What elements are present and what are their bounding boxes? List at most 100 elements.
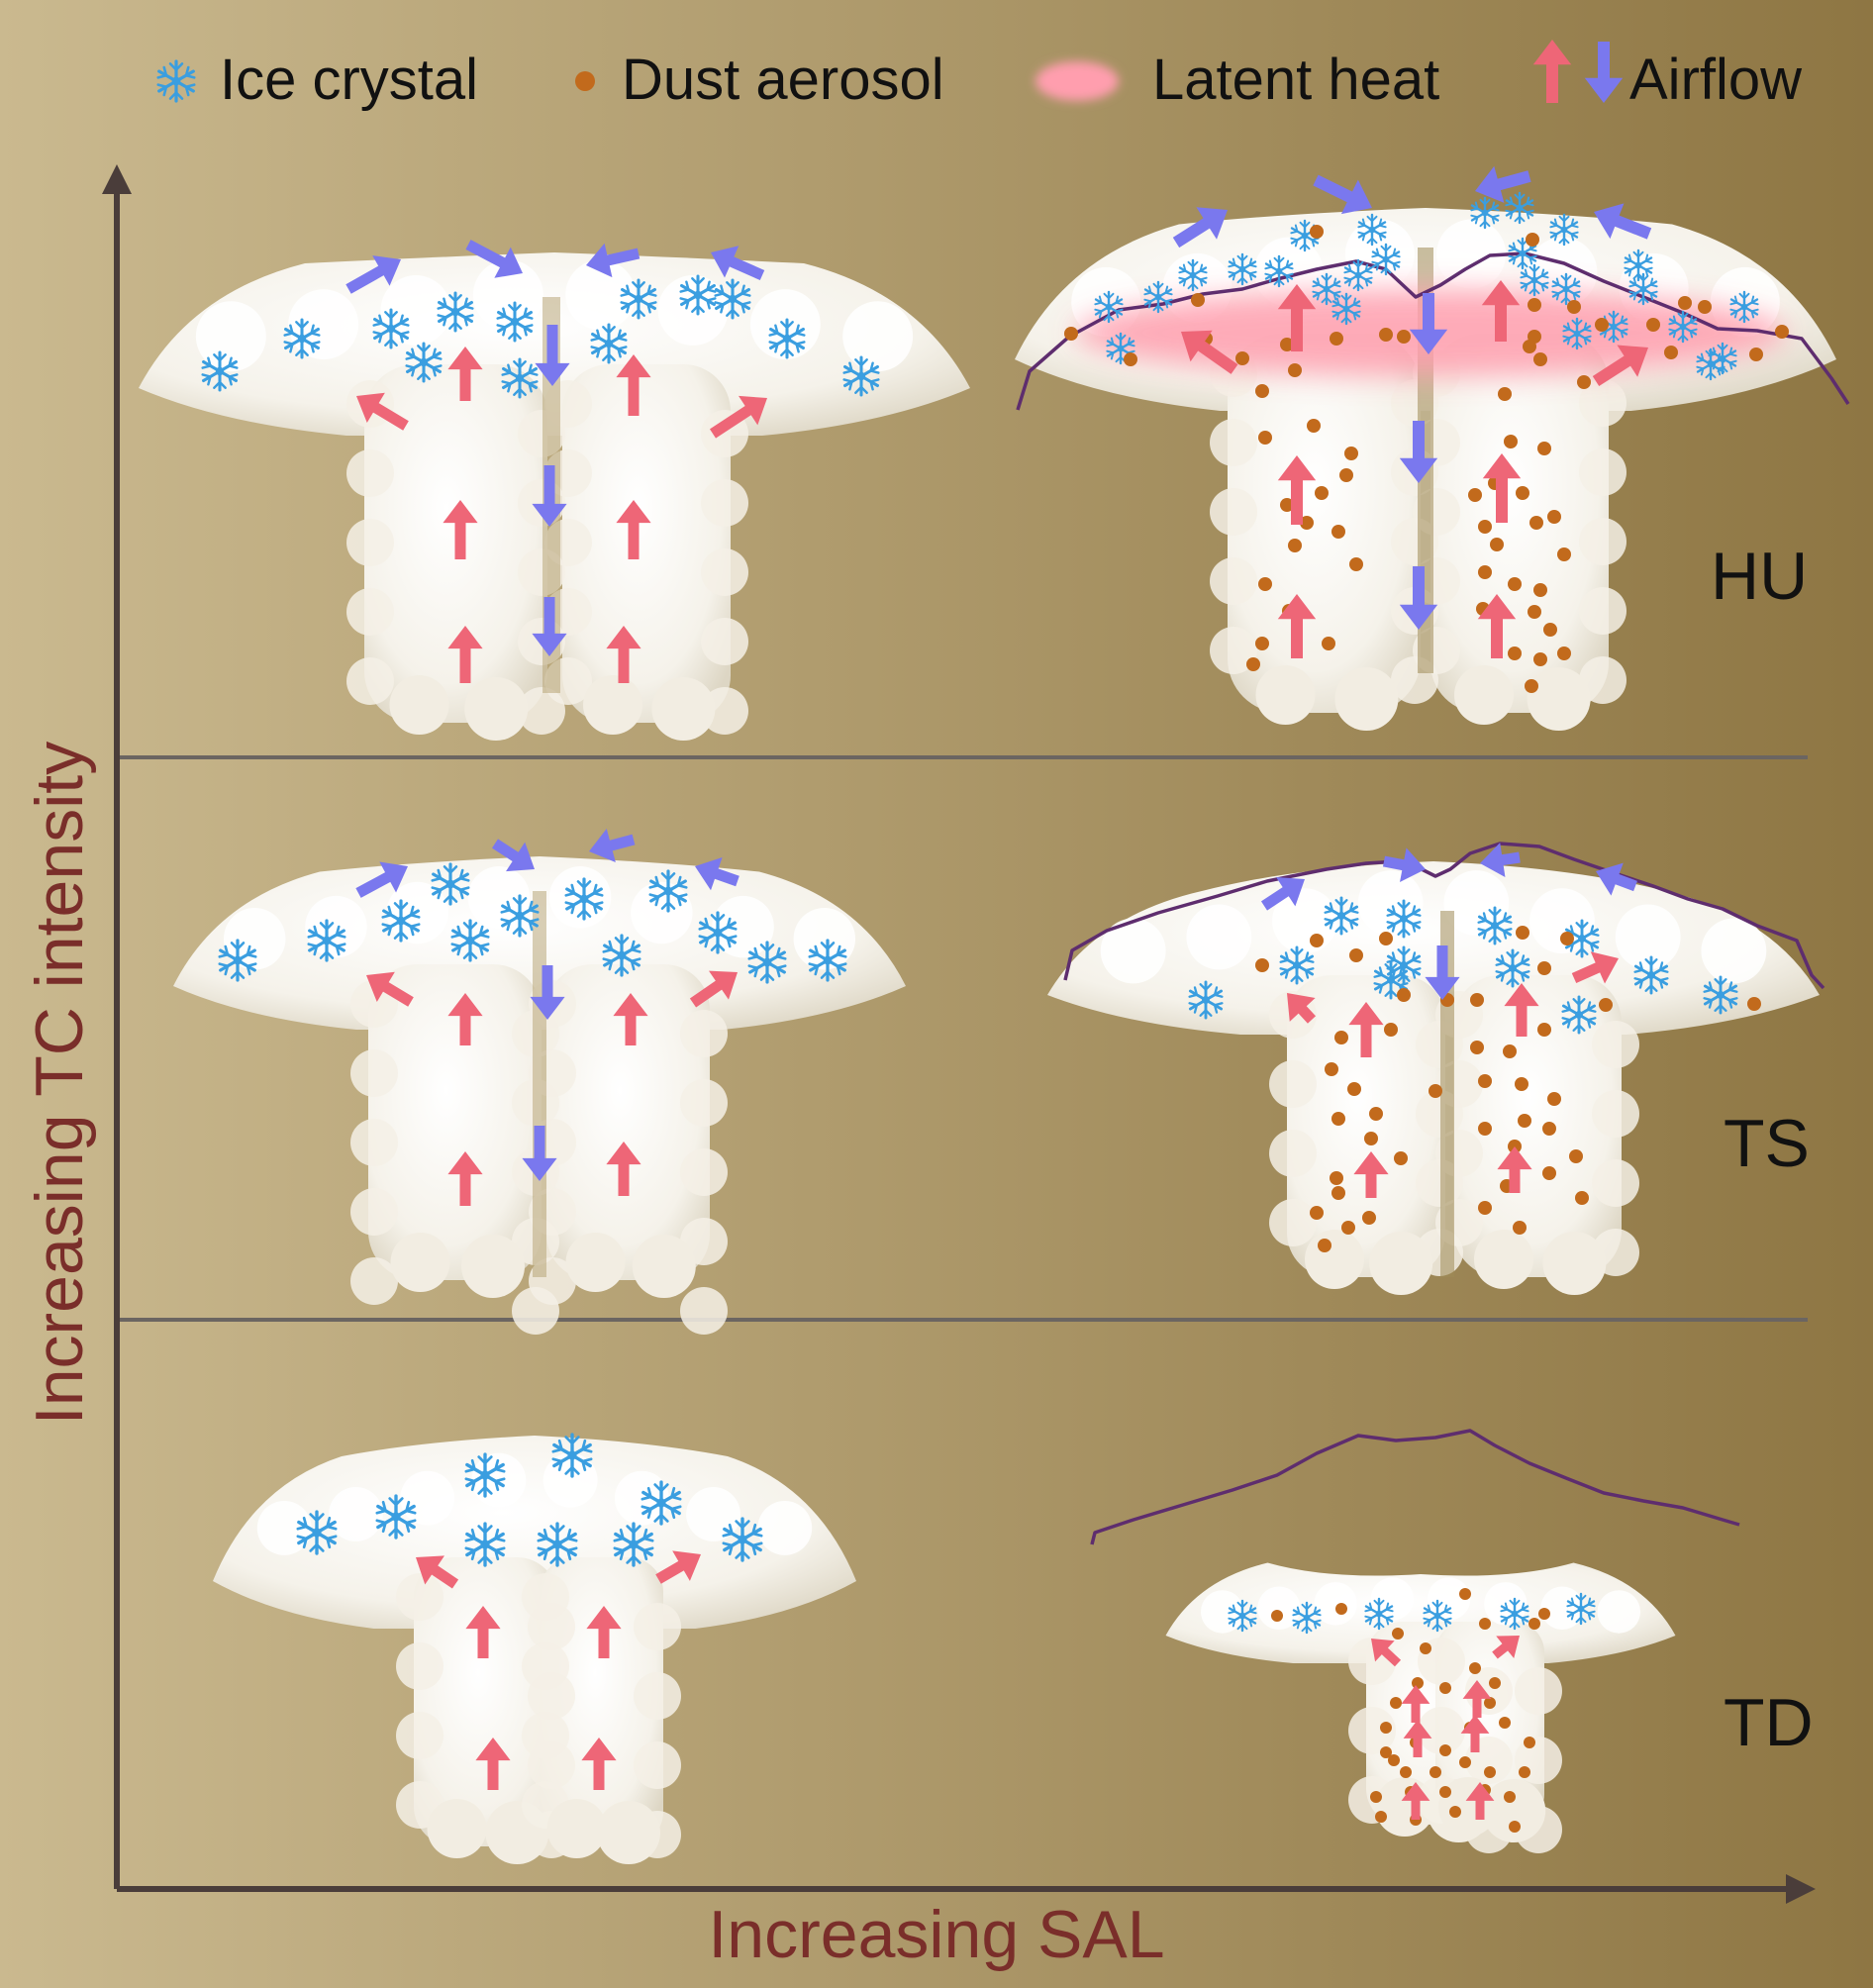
ice-crystal-icon bbox=[1562, 317, 1592, 350]
downdraft-arrow bbox=[532, 597, 567, 656]
ice-crystal-icon bbox=[722, 1517, 763, 1562]
dust-aerosol-dot bbox=[1542, 1166, 1556, 1180]
ice-crystal-icon bbox=[218, 939, 257, 982]
updraft-arrow bbox=[1504, 983, 1539, 1037]
downdraft-arrow bbox=[535, 325, 570, 386]
updraft-arrow bbox=[1403, 1720, 1432, 1757]
dust-aerosol-dot bbox=[1543, 623, 1557, 637]
dust-aerosol-dot bbox=[1335, 1603, 1347, 1615]
dust-aerosol-dot bbox=[1255, 637, 1269, 650]
ice-crystal-icon bbox=[714, 278, 751, 320]
dust-aerosol-dot bbox=[1528, 605, 1541, 619]
ice-crystal-icon bbox=[1279, 945, 1315, 985]
legend-dust-aerosol-label: Dust aerosol bbox=[622, 48, 944, 112]
ice-crystal-icon bbox=[283, 318, 321, 359]
ice-crystal-icon bbox=[698, 911, 738, 954]
tropopause-line-hu bbox=[1016, 251, 1850, 411]
updraft-arrow bbox=[655, 1550, 701, 1584]
updraft-arrow bbox=[1401, 1782, 1430, 1820]
updraft-arrow bbox=[447, 993, 483, 1045]
downdraft-arrow bbox=[1399, 566, 1438, 630]
updraft-arrow bbox=[443, 500, 478, 559]
ice-crystal-icon bbox=[1178, 258, 1208, 292]
downdraft-arrow bbox=[694, 856, 739, 891]
cloud-contents bbox=[201, 165, 1789, 1833]
ice-crystal-icon bbox=[1343, 258, 1373, 292]
ice-crystal-icon bbox=[450, 919, 490, 962]
dust-aerosol-dot bbox=[1538, 1608, 1550, 1620]
dust-aerosol-dot bbox=[1344, 447, 1358, 460]
dust-aerosol-dot bbox=[1503, 1044, 1517, 1058]
dust-aerosol-dot bbox=[1331, 525, 1345, 539]
dust-aerosol-dot bbox=[1339, 468, 1353, 482]
dust-aerosol-dot bbox=[1255, 958, 1269, 972]
downdraft-arrow bbox=[345, 255, 402, 294]
dust-aerosol-dot bbox=[1547, 510, 1561, 524]
ice-crystal-icon bbox=[381, 899, 421, 943]
ice-crystal-icon bbox=[1312, 272, 1341, 306]
dust-aerosol-dot bbox=[1468, 488, 1482, 502]
ice-crystal-icon bbox=[1364, 1597, 1394, 1631]
ice-crystal-icon bbox=[1500, 1597, 1529, 1631]
updraft-arrow bbox=[1277, 455, 1317, 525]
dust-aerosol-dot bbox=[1288, 363, 1302, 377]
updraft-arrow bbox=[1492, 1636, 1520, 1659]
dust-aerosol-dot bbox=[1325, 1062, 1338, 1076]
dust-aerosol-dot bbox=[1388, 1754, 1400, 1766]
dust-aerosol-dot bbox=[1490, 538, 1504, 551]
dust-aerosol-dot bbox=[1347, 1082, 1361, 1096]
ice-crystal-icon bbox=[590, 323, 628, 364]
tropopause-lines bbox=[1016, 251, 1850, 1545]
dust-aerosol-dot bbox=[1341, 1221, 1355, 1235]
updraft-arrow bbox=[1477, 594, 1517, 658]
dust-aerosol-dot bbox=[1349, 557, 1363, 571]
updraft-arrow bbox=[1277, 284, 1317, 351]
dust-aerosol-dot bbox=[1349, 948, 1363, 962]
dust-aerosol-dot bbox=[1124, 352, 1137, 366]
dust-aerosol-dot bbox=[1331, 1186, 1345, 1200]
dust-aerosol-dot bbox=[1537, 961, 1551, 975]
ice-crystal-icon bbox=[768, 318, 806, 359]
ice-crystal-icon bbox=[1188, 980, 1224, 1020]
dust-aerosol-dot bbox=[1646, 318, 1660, 332]
ice-crystal-icon bbox=[1561, 995, 1597, 1035]
dust-aerosol-dot bbox=[1749, 348, 1763, 361]
updraft-arrow bbox=[416, 1555, 459, 1589]
dust-aerosol-dot bbox=[1557, 547, 1571, 561]
dust-aerosol-dot bbox=[1484, 1697, 1496, 1709]
updraft-arrow bbox=[1462, 1680, 1492, 1718]
cloud-gap bbox=[533, 891, 546, 1277]
dust-aerosol-dot bbox=[1698, 300, 1712, 314]
downdraft-arrow bbox=[1596, 862, 1637, 896]
dust-aerosol-dot bbox=[1392, 1628, 1404, 1640]
dust-aerosol-dot bbox=[1318, 1239, 1331, 1252]
dust-aerosol-dot bbox=[1533, 652, 1547, 666]
downdraft-arrow bbox=[589, 829, 636, 863]
ice-crystal-icon bbox=[431, 862, 470, 906]
row-dividers bbox=[117, 755, 1808, 1322]
downdraft-arrow bbox=[1479, 843, 1521, 877]
dust-aerosol-dot bbox=[1307, 419, 1321, 433]
ice-crystal-icon bbox=[747, 941, 787, 984]
x-axis-label: Increasing SAL bbox=[708, 1897, 1165, 1972]
dust-aerosol-dot bbox=[1547, 1092, 1561, 1106]
ice-crystal-icon bbox=[1520, 263, 1549, 297]
dust-aerosol-dot bbox=[1315, 486, 1329, 500]
updraft-arrow bbox=[613, 993, 648, 1045]
updraft-arrow bbox=[689, 970, 738, 1008]
dust-aerosol-dot bbox=[1542, 1122, 1556, 1136]
dust-aerosol-dot bbox=[1288, 539, 1302, 552]
ice-crystal-icon bbox=[1228, 252, 1257, 286]
dust-aerosol-dot bbox=[1560, 932, 1574, 945]
updraft-arrow bbox=[1571, 951, 1620, 984]
ice-crystal-icon bbox=[808, 939, 847, 982]
ice-crystal-icon bbox=[842, 355, 880, 397]
ice-crystal-icon bbox=[156, 59, 196, 103]
dust-aerosol-dot bbox=[1429, 1084, 1442, 1098]
dust-aerosol-dot bbox=[1310, 1206, 1324, 1220]
dust-aerosol-dot bbox=[1375, 1811, 1387, 1823]
ice-crystal-icon bbox=[1668, 310, 1698, 344]
dust-aerosol-dot bbox=[1246, 657, 1260, 671]
